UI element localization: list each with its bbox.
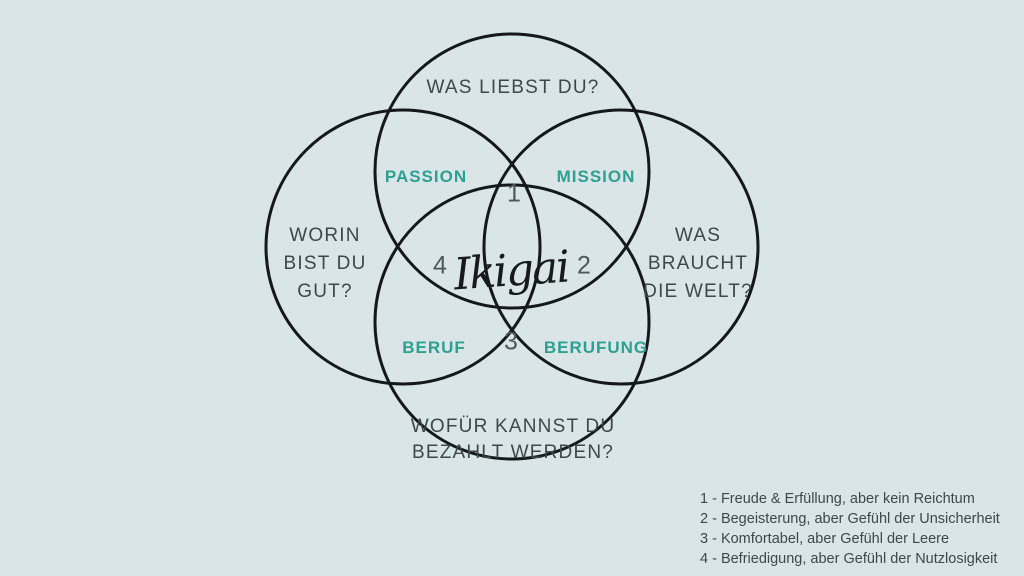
overlap-number-2: 2 xyxy=(577,251,591,280)
overlap-label-berufung: BERUFUNG xyxy=(543,338,649,357)
overlap-number-4: 4 xyxy=(433,251,447,280)
question-bottom: WOFÜR KANNST DU BEZAHLT WERDEN? xyxy=(411,414,615,466)
question-right-line2: BRAUCHT xyxy=(647,253,749,274)
question-right: WAS BRAUCHT DIE WELT? xyxy=(643,222,753,306)
legend: 1 - Freude & Erfüllung, aber kein Reicht… xyxy=(700,489,1000,569)
question-bottom-line2: BEZAHLT WERDEN? xyxy=(411,442,615,463)
circle-right xyxy=(482,108,760,386)
question-left: WORIN BIST DU GUT? xyxy=(283,222,366,306)
overlap-label-passion: PASSION xyxy=(384,167,468,186)
legend-item-3: 3 - Komfortabel, aber Gefühl der Leere xyxy=(700,531,950,547)
legend-item-4: 4 - Befriedigung, aber Gefühl der Nutzlo… xyxy=(700,551,998,567)
overlap-label-beruf: BERUF xyxy=(402,338,466,357)
question-right-line3: DIE WELT? xyxy=(643,281,753,302)
ikigai-center-label: Ikigai xyxy=(452,241,570,301)
circle-top xyxy=(373,32,651,310)
question-left-line3: GUT? xyxy=(297,281,353,302)
overlap-number-1: 1 xyxy=(507,179,521,208)
legend-item-2: 2 - Begeisterung, aber Gefühl der Unsich… xyxy=(700,511,1000,527)
circle-bottom xyxy=(373,183,651,461)
question-left-line2: BIST DU xyxy=(283,253,367,274)
question-bottom-line1: WOFÜR KANNST DU xyxy=(410,416,616,437)
question-top: WAS LIEBST DU? xyxy=(426,77,600,98)
question-right-line1: WAS xyxy=(674,225,722,246)
overlap-number-3: 3 xyxy=(504,327,518,356)
circle-left xyxy=(264,108,542,386)
question-left-line1: WORIN xyxy=(289,225,361,246)
overlap-label-mission: MISSION xyxy=(556,167,636,186)
legend-item-1: 1 - Freude & Erfüllung, aber kein Reicht… xyxy=(700,491,975,507)
